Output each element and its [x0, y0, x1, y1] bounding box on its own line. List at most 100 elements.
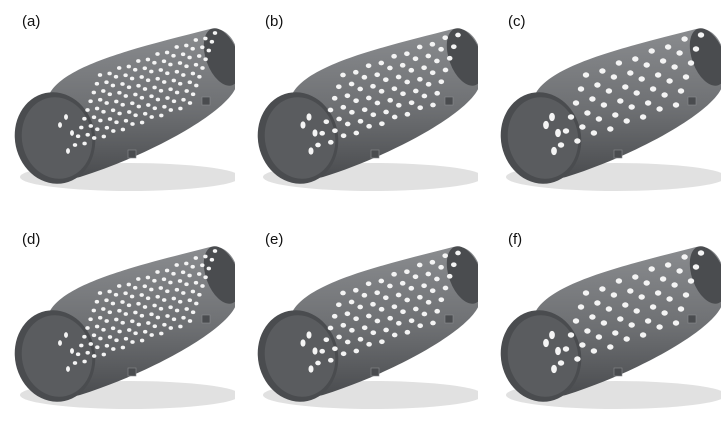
- perforation-hole: [327, 325, 334, 331]
- perforation-hole: [365, 63, 372, 69]
- perforation-hole: [171, 317, 177, 322]
- perforation-hole: [656, 324, 663, 330]
- perforation-hole: [353, 98, 359, 104]
- perforation-hole: [455, 32, 461, 38]
- perforation-hole: [114, 99, 119, 104]
- perforation-hole: [149, 287, 154, 292]
- perforation-hole: [615, 278, 623, 284]
- perforation-hole: [212, 31, 218, 35]
- panel-a: (a): [0, 5, 235, 205]
- perforation-hole: [162, 322, 167, 327]
- inner-hole: [549, 112, 555, 122]
- perforation-hole: [455, 250, 461, 256]
- tube-inner-surface: [264, 97, 336, 179]
- perforation-hole: [174, 90, 180, 95]
- perforation-hole: [200, 66, 205, 70]
- perforation-hole: [340, 133, 347, 139]
- perforation-hole: [82, 116, 87, 121]
- perforation-hole: [171, 53, 176, 58]
- perforation-hole: [168, 305, 173, 310]
- mounting-tab: [444, 96, 454, 106]
- perforation-hole: [361, 107, 368, 113]
- perforation-hole: [391, 271, 397, 277]
- perforation-hole: [639, 114, 647, 120]
- perforation-hole: [374, 290, 380, 296]
- tube-back-end: [689, 246, 721, 304]
- perforation-hole: [104, 101, 109, 105]
- perforation-hole: [98, 315, 103, 320]
- inner-hole: [551, 364, 557, 374]
- perforation-hole: [323, 119, 330, 125]
- perforation-hole: [178, 106, 183, 111]
- tube-back-end: [446, 28, 478, 86]
- perforation-hole: [416, 44, 423, 50]
- perforation-hole: [171, 296, 176, 301]
- perforation-hole: [421, 311, 428, 317]
- perforation-hole: [193, 38, 198, 42]
- perforation-hole: [203, 254, 208, 259]
- perforation-hole: [425, 81, 432, 87]
- perforation-hole: [130, 319, 135, 324]
- perforation-hole: [91, 90, 97, 95]
- perforation-hole: [610, 74, 618, 80]
- perforation-hole: [200, 263, 205, 268]
- perforation-hole: [582, 72, 590, 78]
- perforation-hole: [187, 55, 192, 60]
- perforation-hole: [421, 283, 427, 289]
- perforation-hole: [584, 328, 591, 334]
- mounting-tab: [613, 149, 623, 159]
- inner-hole: [555, 346, 561, 356]
- perforation-hole: [664, 262, 672, 268]
- perforation-hole: [404, 329, 411, 335]
- perforation-hole: [387, 97, 393, 103]
- perforation-hole: [692, 264, 700, 270]
- perforation-hole: [97, 291, 103, 295]
- perforation-hole: [408, 318, 415, 324]
- perforation-hole: [378, 306, 385, 312]
- perforation-hole: [127, 328, 132, 332]
- perforation-hole: [638, 294, 645, 300]
- perforation-hole: [190, 71, 196, 76]
- perforation-hole: [654, 72, 662, 78]
- perforation-hole: [104, 298, 109, 303]
- perforation-hole: [429, 288, 436, 294]
- perforation-hole: [212, 249, 218, 253]
- perforation-hole: [391, 53, 397, 59]
- perforation-hole: [627, 70, 634, 76]
- perforation-hole: [336, 334, 342, 340]
- perforation-hole: [353, 130, 360, 136]
- perforation-hole: [659, 58, 667, 64]
- perforation-hole: [209, 39, 215, 44]
- perforation-hole: [139, 293, 144, 297]
- perforation-hole: [395, 74, 402, 80]
- perforation-hole: [366, 123, 372, 129]
- perforation-hole: [327, 107, 334, 113]
- perforation-hole: [194, 83, 199, 88]
- perforation-hole: [117, 90, 122, 95]
- perforation-hole: [595, 334, 603, 340]
- perforation-hole: [399, 280, 406, 286]
- perforation-hole: [174, 263, 179, 267]
- perforation-hole: [82, 359, 87, 364]
- perforated-tube-model-f: [500, 246, 721, 409]
- perforation-hole: [574, 138, 581, 144]
- mounting-tab: [201, 96, 211, 106]
- perforation-hole: [633, 90, 640, 96]
- panel-label-c: (c): [508, 13, 526, 30]
- tube-inner-surface: [264, 315, 336, 397]
- perforation-hole: [136, 59, 141, 63]
- perforation-hole: [127, 110, 132, 114]
- perforation-hole: [142, 305, 148, 309]
- perforation-hole: [130, 340, 135, 344]
- perforation-hole: [374, 72, 380, 78]
- perforation-hole: [168, 62, 173, 67]
- perforation-hole: [181, 291, 186, 295]
- perforation-hole: [391, 304, 398, 310]
- panel-label-f: (f): [508, 231, 523, 248]
- perforation-hole: [677, 306, 685, 312]
- perforation-hole: [136, 301, 141, 306]
- mounting-tab: [127, 367, 137, 377]
- perforation-hole: [197, 292, 202, 297]
- perforation-hole: [139, 95, 145, 100]
